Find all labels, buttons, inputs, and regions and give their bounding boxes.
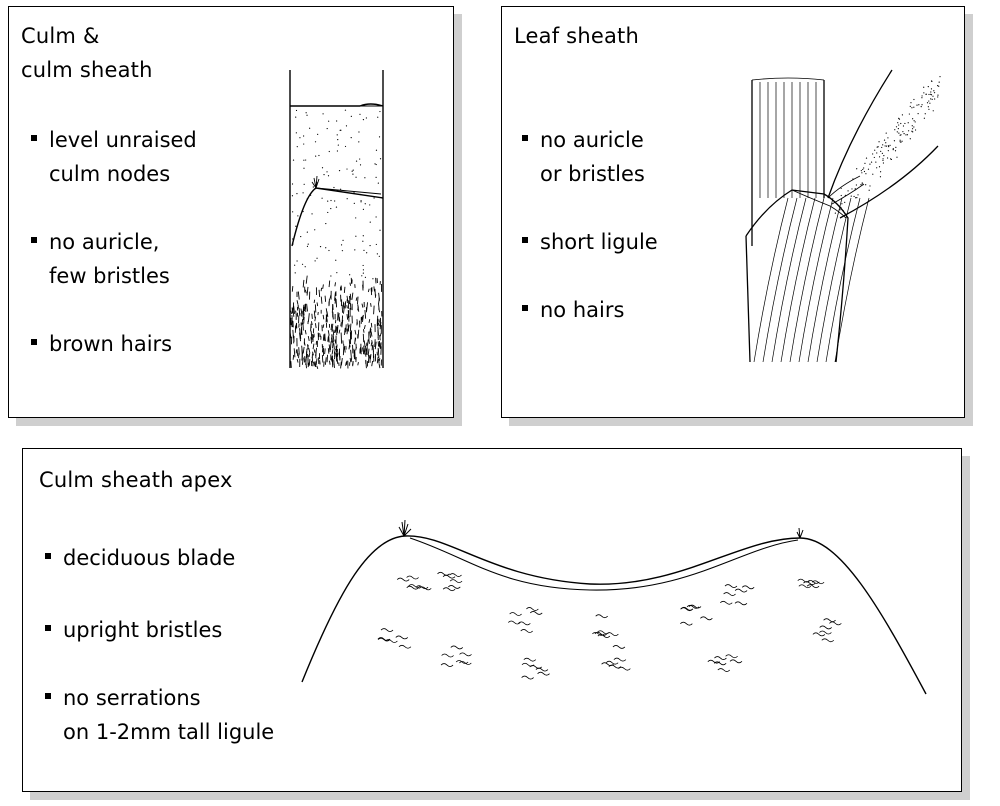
title-line: Culm sheath apex xyxy=(39,468,233,492)
bullet-marker-icon xyxy=(31,339,37,345)
bullet-marker-icon xyxy=(45,625,51,631)
bullet-marker-icon xyxy=(45,553,51,559)
panel-title: Leaf sheath xyxy=(514,19,639,53)
title-line: culm sheath xyxy=(21,58,153,82)
bullet-line: brown hairs xyxy=(49,332,173,356)
bullet-line: on 1-2mm tall ligule xyxy=(63,720,275,744)
bullet-line: deciduous blade xyxy=(63,546,236,570)
bullet-item: upright bristles xyxy=(45,613,222,647)
bullet-item: deciduous blade xyxy=(45,541,235,575)
bullet-marker-icon xyxy=(31,135,37,141)
panel-culm-sheath: Culm & culm sheath level unraised culm n… xyxy=(8,6,454,418)
bullet-line: level unraised xyxy=(49,128,197,152)
panel-culm-sheath-apex: Culm sheath apex deciduous blade upright… xyxy=(22,448,962,792)
bullet-marker-icon xyxy=(522,135,528,141)
bullet-item: no auricle or bristles xyxy=(522,123,645,191)
panel-title: Culm sheath apex xyxy=(39,463,233,497)
bullet-line: few bristles xyxy=(49,264,170,288)
bullet-item: short ligule xyxy=(522,225,658,259)
bullet-item: no serrations on 1-2mm tall ligule xyxy=(45,681,274,749)
culm-node-illustration xyxy=(289,70,384,370)
bullet-line: culm nodes xyxy=(49,162,171,186)
bullet-marker-icon xyxy=(522,237,528,243)
bullet-line: no auricle xyxy=(540,128,644,152)
bullet-item: no auricle, few bristles xyxy=(31,225,170,293)
sheath-apex-illustration xyxy=(301,519,927,695)
bullet-marker-icon xyxy=(31,237,37,243)
bullet-line: short ligule xyxy=(540,230,658,254)
bullet-marker-icon xyxy=(45,693,51,699)
bullet-line: upright bristles xyxy=(63,618,223,642)
title-line: Culm & xyxy=(21,24,100,48)
bullet-item: no hairs xyxy=(522,293,624,327)
bullet-line: or bristles xyxy=(540,162,645,186)
bullet-line: no hairs xyxy=(540,298,625,322)
bullet-item: level unraised culm nodes xyxy=(31,123,197,191)
leaf-sheath-illustration xyxy=(745,69,941,363)
bullet-line: no auricle, xyxy=(49,230,160,254)
bullet-marker-icon xyxy=(522,305,528,311)
title-line: Leaf sheath xyxy=(514,24,639,48)
panel-title: Culm & culm sheath xyxy=(21,19,153,87)
bullet-line: no serrations xyxy=(63,686,201,710)
panel-leaf-sheath: Leaf sheath no auricle or bristles short… xyxy=(501,6,965,418)
bullet-item: brown hairs xyxy=(31,327,172,361)
